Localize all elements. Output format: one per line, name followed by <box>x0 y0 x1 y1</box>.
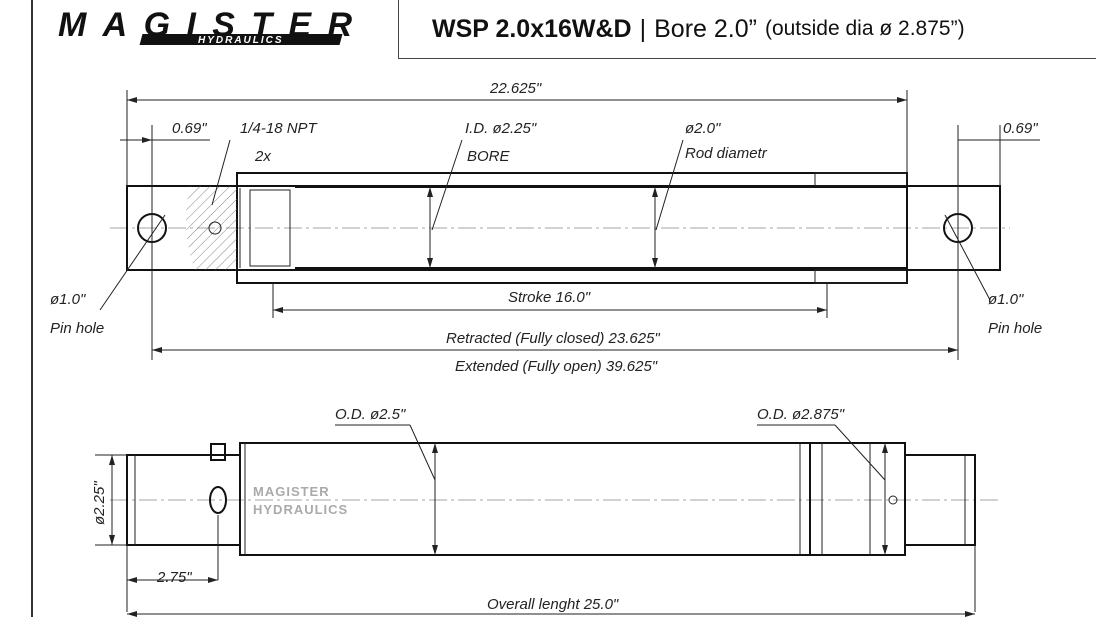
rod-label: Rod diametr <box>685 145 768 162</box>
body-od-label: O.D. ø2.5" <box>335 406 406 423</box>
title-separator: | <box>639 14 647 43</box>
rod-end <box>904 454 976 546</box>
left-pin-diameter: ø1.0" <box>50 291 86 308</box>
magister-hydraulics-logo: MAGISTER HYDRAULICS <box>58 6 352 46</box>
barrel-wall-bottom <box>236 269 908 284</box>
barrel-wall-top <box>236 172 908 187</box>
cap-hatch <box>186 186 237 270</box>
bore-size: Bore 2.0” <box>654 14 757 43</box>
left-offset-dim: 0.69" <box>172 120 207 137</box>
port-ball <box>208 221 222 235</box>
end-diameter-label: ø2.25" <box>91 481 108 525</box>
left-pin-label: Pin hole <box>50 320 104 337</box>
right-offset-dim: 0.69" <box>1003 120 1038 137</box>
retracted-length: Retracted (Fully closed) 23.625" <box>446 330 660 347</box>
grease-fitting <box>888 495 898 505</box>
stroke-dim: Stroke 16.0" <box>508 289 591 306</box>
overall-body-dim: 22.625" <box>489 80 542 97</box>
inner-diameter-label: I.D. ø2.25" <box>465 120 537 137</box>
overall-length-dim: Overall lenght 25.0" <box>487 596 619 613</box>
port-offset-dim: 2.75" <box>156 569 192 586</box>
gland-seals-top <box>814 172 908 187</box>
title-block: WSP 2.0x16W&D | Bore 2.0” (outside dia ø… <box>398 0 1096 59</box>
port-qty-label: 2x <box>254 148 271 165</box>
extended-length: Extended (Fully open) 39.625" <box>455 358 658 375</box>
gland-od-label: O.D. ø2.875" <box>757 406 845 423</box>
gland <box>809 442 906 556</box>
port-fitting <box>210 443 226 461</box>
piston <box>249 189 291 267</box>
svg-text:HYDRAULICS: HYDRAULICS <box>198 35 284 46</box>
exterior-view: MAGISTER HYDRAULICS O.D. ø2.5" O.D. ø2.8… <box>91 406 1000 617</box>
gland-seals-bottom <box>814 269 908 284</box>
watermark-line2: HYDRAULICS <box>253 502 348 517</box>
outside-diameter: (outside dia ø 2.875”) <box>764 17 965 40</box>
model-name: WSP 2.0x16W&D <box>432 14 632 43</box>
section-view: 22.625" 0.69" 0.69" 1/4-18 NPT 2x I.D. ø… <box>50 80 1042 375</box>
port-thread-label: 1/4-18 NPT <box>240 120 319 137</box>
barrel-body <box>239 442 811 556</box>
bore-label: BORE <box>467 148 511 165</box>
port-opening <box>209 486 227 514</box>
right-clevis <box>906 185 1001 271</box>
right-pin-diameter: ø1.0" <box>988 291 1024 308</box>
right-pin-label: Pin hole <box>988 320 1042 337</box>
frame-border <box>31 0 33 617</box>
watermark-line1: MAGISTER <box>253 484 330 499</box>
rod-diameter-label: ø2.0" <box>685 120 721 137</box>
